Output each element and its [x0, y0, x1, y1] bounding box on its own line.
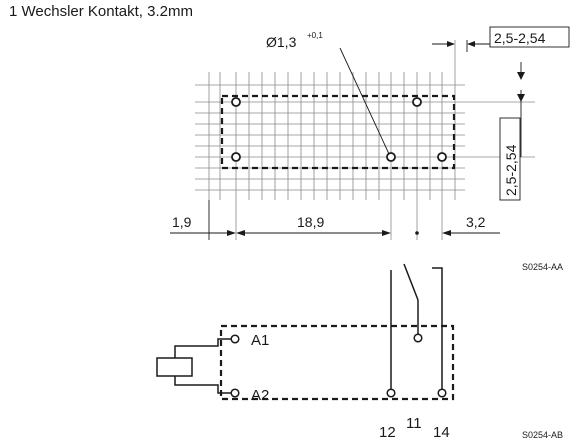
grid-pitch-top-label: 2,5-2,54 [494, 30, 546, 46]
figure-title: 1 Wechsler Kontakt, 3.2mm [9, 3, 193, 20]
terminal-14 [437, 388, 447, 398]
label-12: 12 [379, 424, 396, 441]
grid-pitch-top: 2,5-2,54 [432, 26, 570, 52]
dim-left-label: 1,9 [172, 214, 192, 230]
dim-right-label: 3,2 [466, 214, 486, 230]
code-lower: S0254-AB [522, 430, 563, 440]
label-a1: A1 [251, 332, 269, 349]
terminal-11 [413, 333, 423, 343]
hole-leader [339, 47, 390, 155]
label-14: 14 [433, 424, 450, 441]
label-a2: A2 [251, 387, 269, 404]
pin-holes [231, 97, 447, 162]
pin-hole [386, 152, 396, 162]
terminal-12 [386, 388, 396, 398]
grid-pitch-side: 2,5-2,54 [499, 62, 525, 201]
pin-hole [412, 97, 422, 107]
bottom-dimensions: 1,9 18,9 3,2 [170, 200, 500, 240]
contact-arm [403, 263, 419, 301]
hole-diameter-label: Ø1,3 [266, 34, 297, 50]
footprint-grid [195, 40, 535, 240]
code-upper: S0254-AA [522, 262, 563, 272]
relay-schematic: A1 A2 12 11 14 [156, 263, 455, 441]
coil-symbol [156, 357, 193, 377]
schematic-outline [219, 324, 455, 401]
pin-hole [231, 97, 241, 107]
relay-outline [220, 94, 456, 170]
grid-pitch-side-label: 2,5-2,54 [503, 144, 519, 196]
terminal-a1 [230, 334, 240, 344]
hole-tolerance-label: +0,1 [307, 31, 323, 40]
pin-hole [231, 152, 241, 162]
dim-mid-label: 18,9 [297, 214, 324, 230]
terminal-a2 [230, 388, 240, 398]
label-11: 11 [406, 415, 422, 432]
pin-hole [437, 152, 447, 162]
